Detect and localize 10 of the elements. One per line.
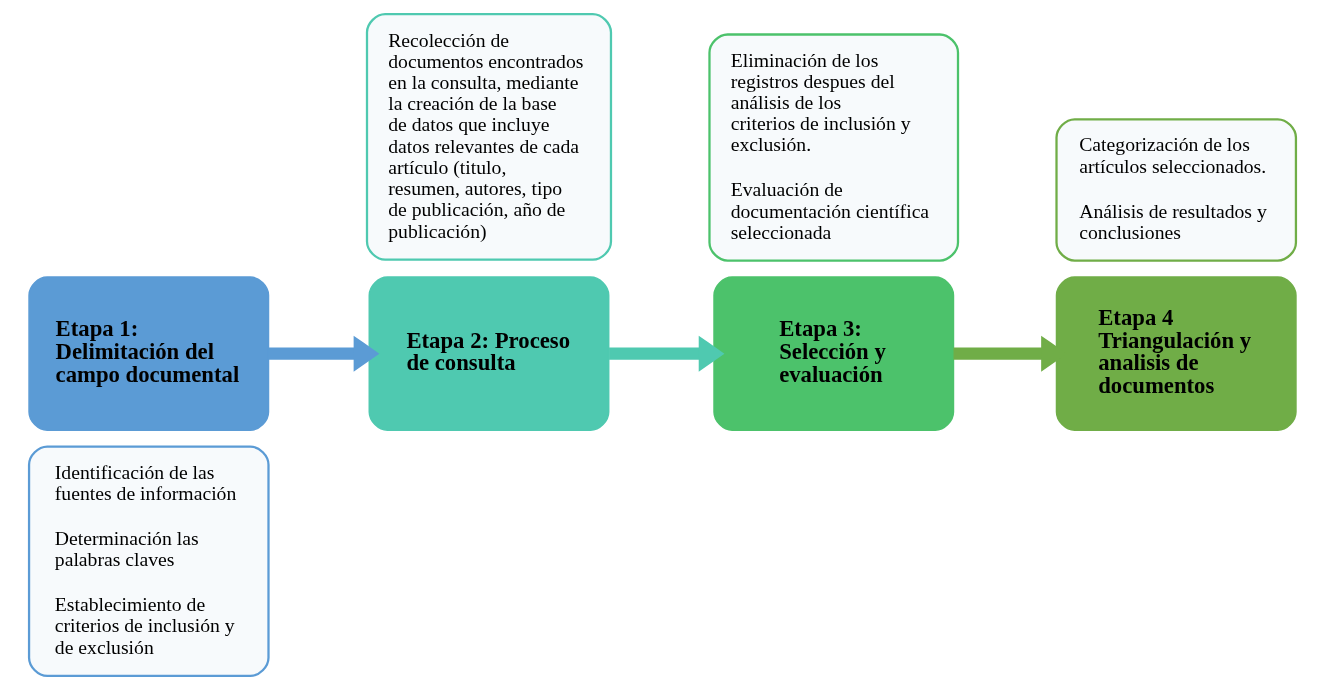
node-box: Etapa 2: Proceso de consulta xyxy=(368,276,610,431)
node-box: Recolección de documentos encontrados en la consulta, mediante la creación de la base de datos que incluye datos relevantes de cada artículo (titulo, resumen, autores, tipo de publicación, año de publicación) xyxy=(365,13,613,261)
node-box: Categorización de los artículos seleccionados. Análisis de resultados y conclusiones xyxy=(1055,118,1298,262)
arrow xyxy=(268,335,380,372)
arrow xyxy=(609,335,725,372)
node-box: Eliminación de los registros despues del análisis de los criterios de inclusión y exclusión. Evaluación de documentación científica seleccionada xyxy=(708,33,960,262)
node-box: Etapa 1: Delimitación del campo documental xyxy=(28,276,270,431)
node-box: Etapa 4 Triangulación y analisis de documentos xyxy=(1055,276,1297,431)
node-box: Etapa 3: Selección y evaluación xyxy=(713,276,955,431)
node-box: Identificación de las fuentes de información Determinación las palabras claves Establecimiento de criterios de inclusión y de exclusión xyxy=(27,445,270,678)
